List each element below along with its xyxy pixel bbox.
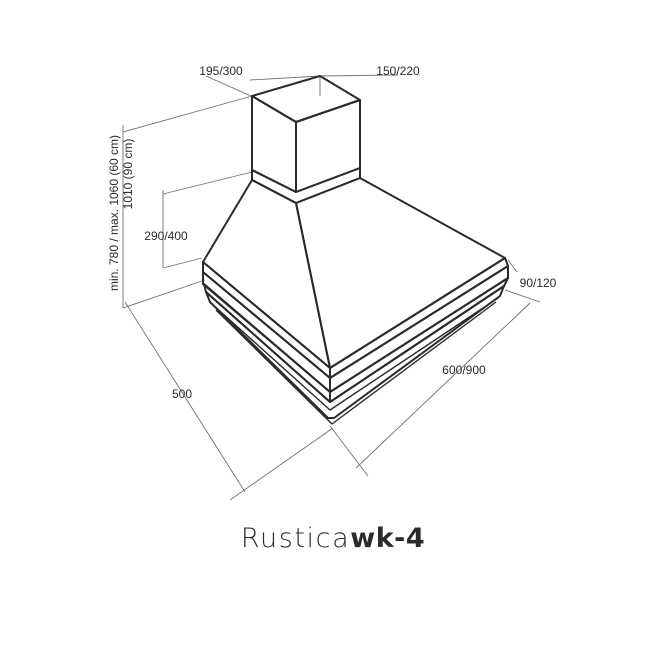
model-name: Rustica <box>241 523 350 554</box>
chimney-depth-label: 150/220 <box>376 64 420 78</box>
total-height-label-line1: min. 780 / max. 1060 (60 cm) <box>107 135 121 291</box>
chimney-front <box>251 95 297 193</box>
chimney-collar <box>251 167 361 204</box>
model-title: Rusticawk-4 <box>241 523 425 554</box>
dimension-lines <box>122 74 541 501</box>
frame-top-band <box>202 257 509 379</box>
model-code: wk-4 <box>350 523 425 554</box>
frame-base-lip <box>205 285 505 419</box>
canopy-side <box>295 177 506 369</box>
chimney-side <box>295 99 361 193</box>
chimney-width-label: 195/300 <box>199 64 243 78</box>
frame-depth-label: 90/120 <box>520 276 557 290</box>
total-height-label-line2: 1010 (90 cm) <box>121 139 135 210</box>
range-hood-outline <box>202 75 509 425</box>
width-label: 600/900 <box>442 363 486 377</box>
hood-height-label: 290/400 <box>144 229 188 243</box>
chimney-top <box>251 75 361 123</box>
depth-label: 500 <box>172 387 192 401</box>
